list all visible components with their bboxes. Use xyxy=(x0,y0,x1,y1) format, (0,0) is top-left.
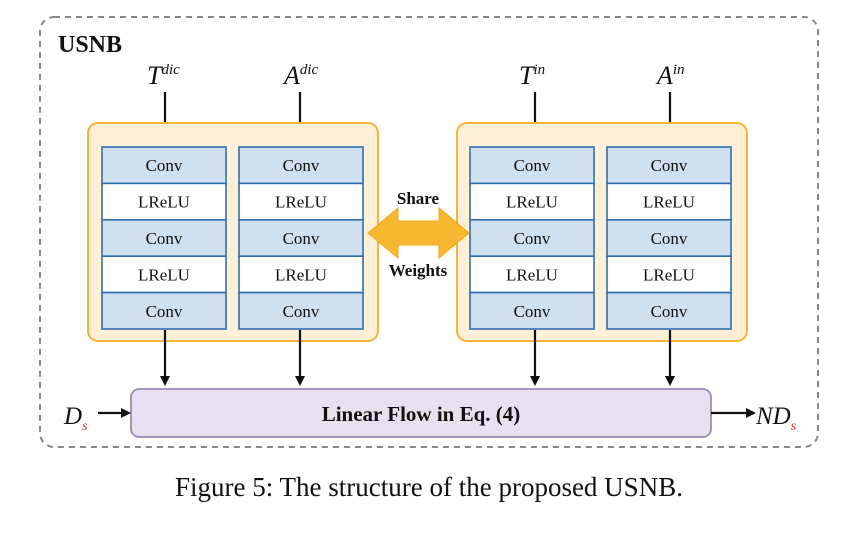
input-a-dic-label: Adic xyxy=(282,61,319,90)
layer-label: Conv xyxy=(283,229,320,248)
layer-box xyxy=(238,219,364,258)
layer-label: Conv xyxy=(514,156,551,175)
layer-box xyxy=(101,255,227,294)
share-label: Share xyxy=(397,189,440,208)
layer-label: Conv xyxy=(283,156,320,175)
layer-label: Conv xyxy=(651,302,688,321)
usnb-container xyxy=(39,16,819,448)
layer-box xyxy=(101,219,227,258)
output-nds-label: NDs xyxy=(755,403,797,434)
layer-label: Conv xyxy=(146,302,183,321)
layer-label: LReLU xyxy=(138,193,190,212)
layer-box xyxy=(101,182,227,221)
layer-box xyxy=(606,182,732,221)
layer-box xyxy=(469,146,595,185)
layer-box xyxy=(469,255,595,294)
layer-stacks: ConvLReLUConvLReLUConvConvLReLUConvLReLU… xyxy=(101,146,732,330)
input-ds-label: Ds xyxy=(63,403,88,434)
layer-label: LReLU xyxy=(506,193,558,212)
layer-box xyxy=(606,291,732,330)
layer-label: LReLU xyxy=(506,265,558,284)
layer-label: Conv xyxy=(651,229,688,248)
layer-label: LReLU xyxy=(275,265,327,284)
layer-box xyxy=(238,182,364,221)
figure-caption: Figure 5: The structure of the proposed … xyxy=(175,472,683,502)
layer-box xyxy=(606,219,732,258)
linear-flow-label: Linear Flow in Eq. (4) xyxy=(322,402,521,426)
layer-label: Conv xyxy=(146,229,183,248)
layer-label: LReLU xyxy=(643,265,695,284)
input-t-dic-label: Tdic xyxy=(147,61,180,90)
container-title: USNB xyxy=(58,32,122,58)
layer-box xyxy=(238,291,364,330)
layer-box xyxy=(101,291,227,330)
share-weights-arrow xyxy=(367,206,470,260)
layer-label: LReLU xyxy=(138,265,190,284)
layer-label: Conv xyxy=(514,302,551,321)
layer-box xyxy=(469,182,595,221)
input-a-in-label: Ain xyxy=(655,61,685,90)
layer-label: Conv xyxy=(514,229,551,248)
usnb-diagram: USNB Tdic Adic Tin Ain ConvLReLUConvLReL… xyxy=(39,16,819,448)
layer-label: LReLU xyxy=(275,193,327,212)
input-t-in-label: Tin xyxy=(519,61,545,90)
layer-label: Conv xyxy=(651,156,688,175)
layer-label: LReLU xyxy=(643,193,695,212)
layer-box xyxy=(101,146,227,185)
weights-label: Weights xyxy=(389,261,448,280)
layer-label: Conv xyxy=(146,156,183,175)
layer-box xyxy=(606,146,732,185)
layer-box xyxy=(469,219,595,258)
layer-box xyxy=(469,291,595,330)
layer-label: Conv xyxy=(283,302,320,321)
